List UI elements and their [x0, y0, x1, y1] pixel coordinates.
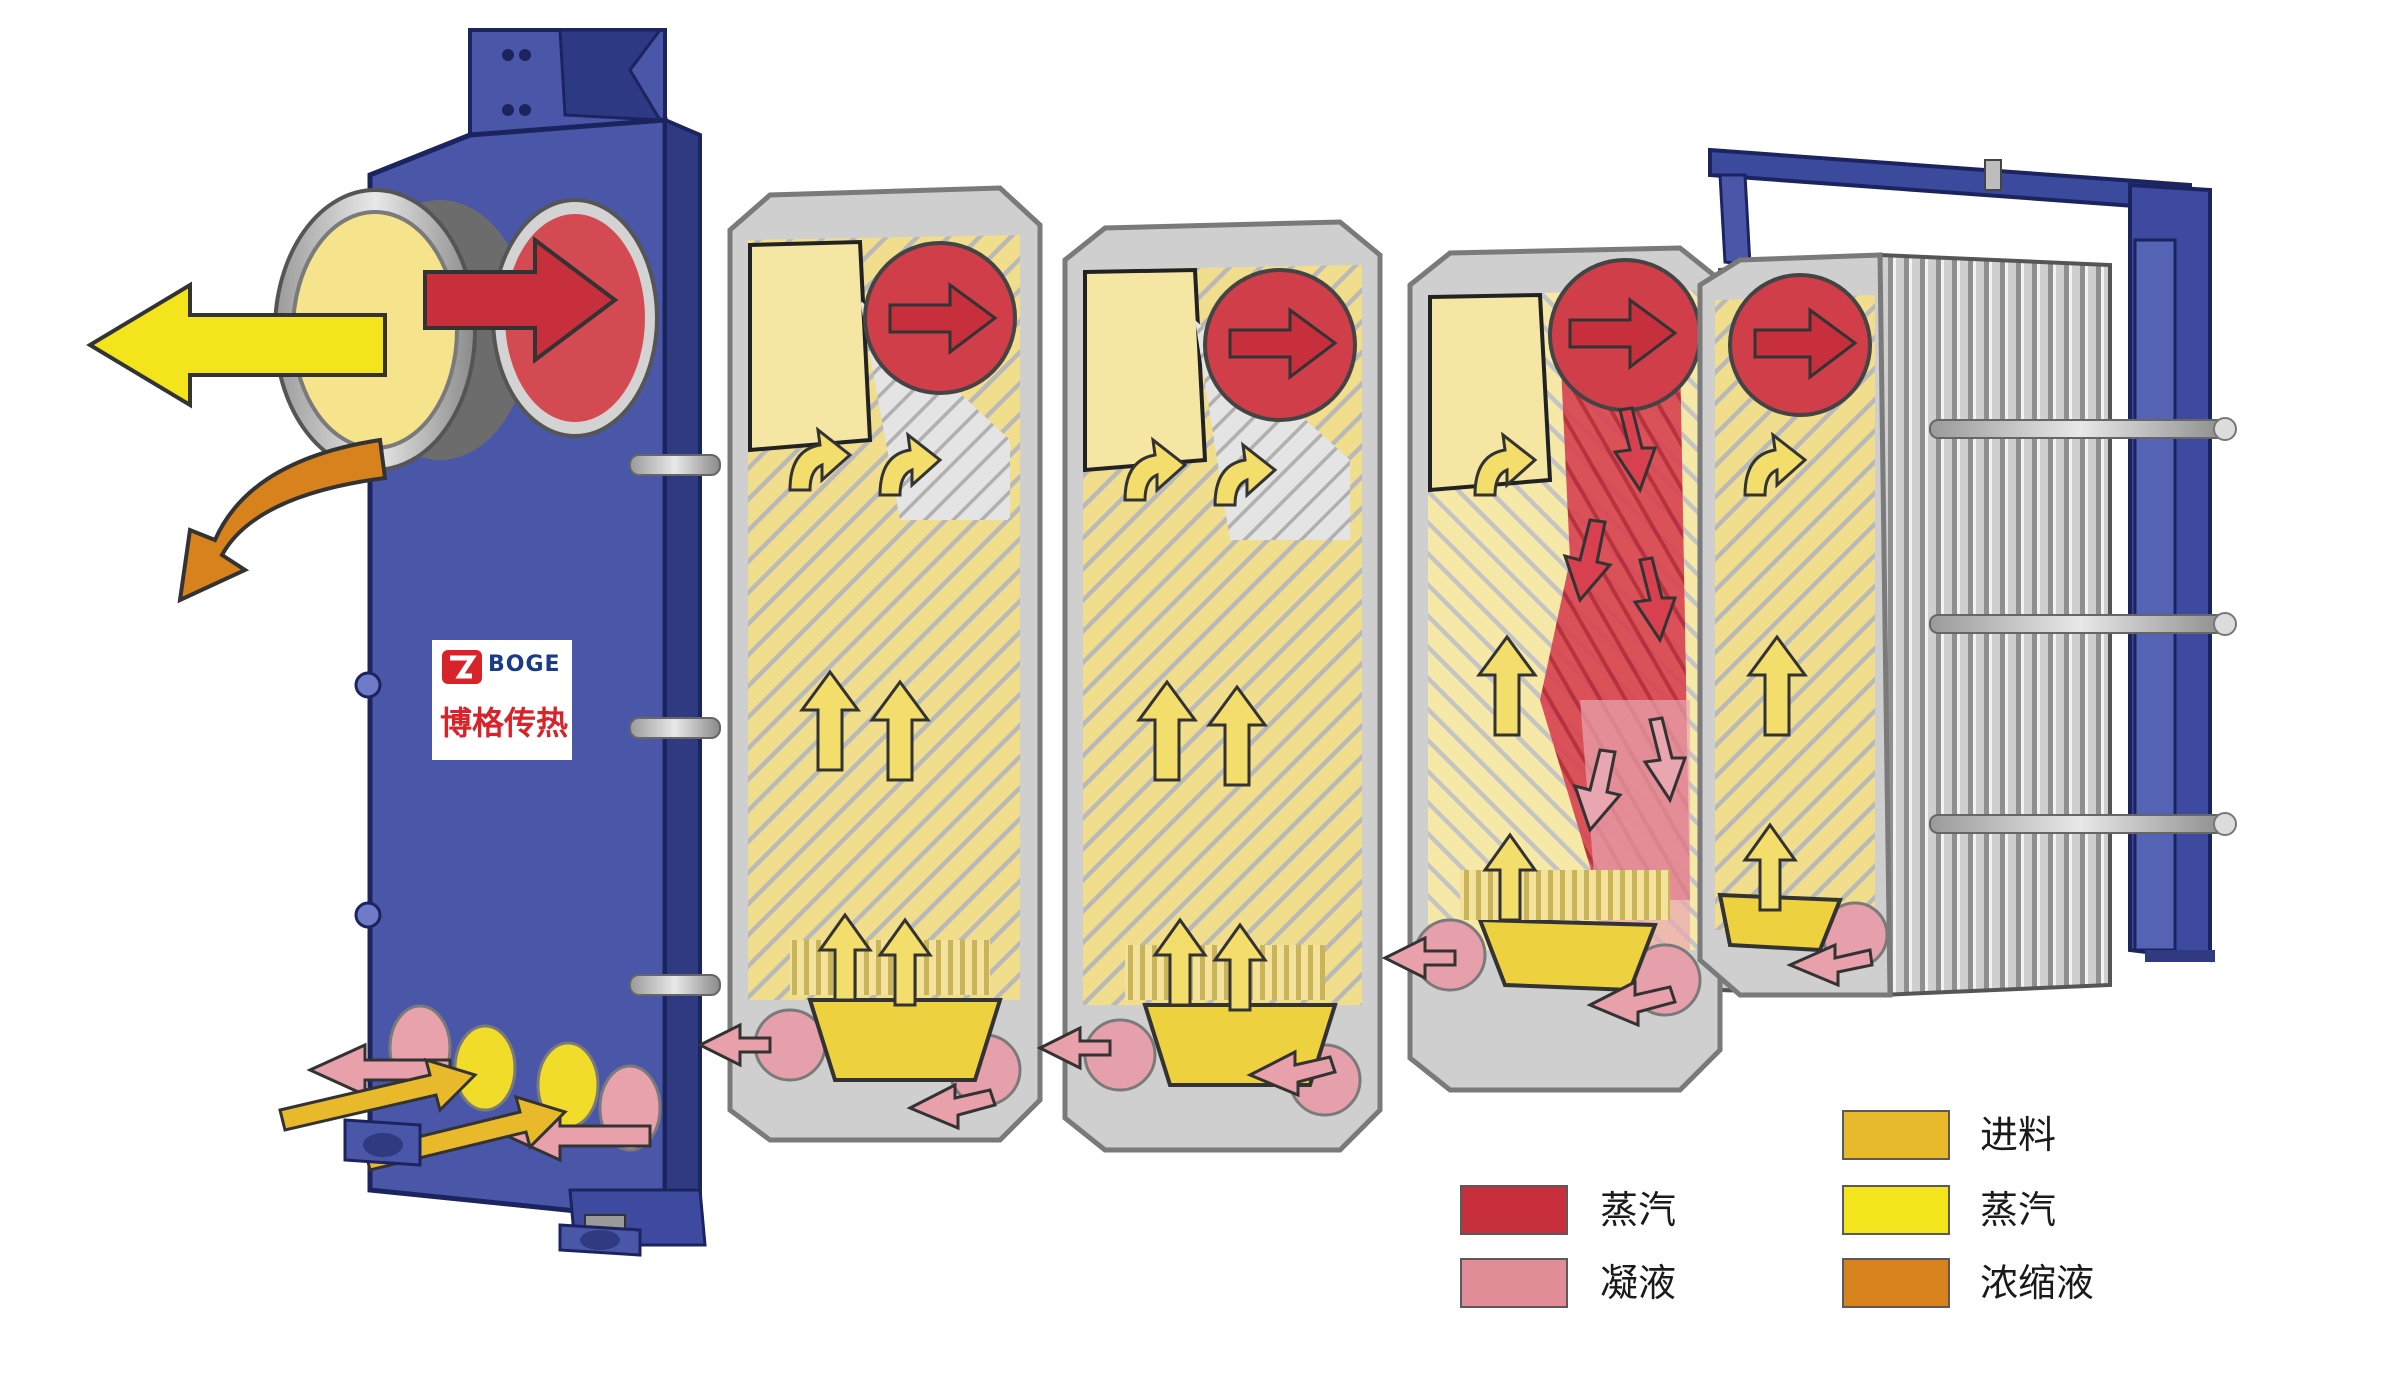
legend-swatch-concentrate	[1842, 1258, 1950, 1308]
legend-swatch-steam	[1460, 1185, 1568, 1235]
legend-swatch-condensate	[1460, 1258, 1568, 1308]
legend-swatch-feed	[1842, 1110, 1950, 1160]
logo-chinese-name: 博格传热	[440, 704, 569, 742]
vapor-outlet-arrow	[86, 281, 387, 409]
steam-inlet-arrow	[423, 236, 619, 364]
boge-logo-icon	[442, 650, 482, 684]
flow-arrows	[86, 236, 1874, 1172]
bottom-ports	[388, 1004, 662, 1152]
base-feet	[343, 1118, 642, 1257]
plate-2	[1062, 219, 1383, 1153]
legend-label-vapor: 蒸汽	[1980, 1188, 2057, 1232]
legend-label-concentrate: 浓缩液	[1980, 1261, 2095, 1305]
tie-rods	[1929, 417, 2237, 836]
guide-studs	[629, 454, 721, 996]
boge-logo: BOGE 博格传热	[432, 640, 572, 760]
legend-label-condensate: 凝液	[1600, 1261, 1677, 1305]
legend-label-steam: 蒸汽	[1600, 1188, 1677, 1232]
plate-1	[727, 185, 1043, 1143]
plate-4	[1697, 252, 1893, 998]
logo-brand-text: BOGE	[488, 652, 561, 677]
concentrate-arrow	[177, 437, 388, 604]
legend-swatch-vapor	[1842, 1185, 1950, 1235]
legend-label-feed: 进料	[1980, 1113, 2057, 1157]
